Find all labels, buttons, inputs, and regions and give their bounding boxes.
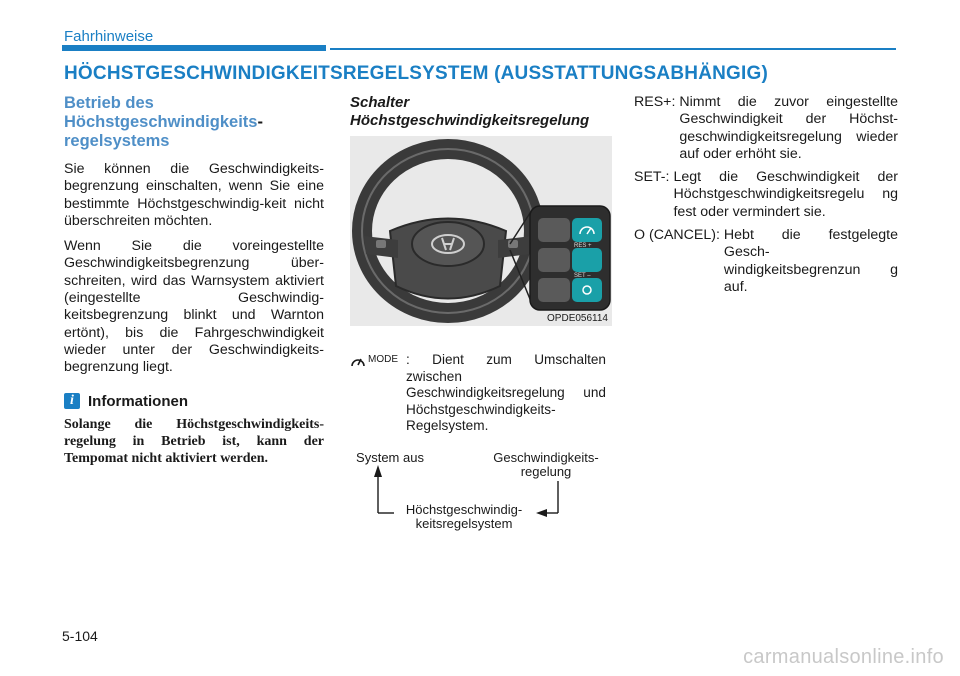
subhead-line-2: Höchstgeschwindigkeits xyxy=(64,113,258,131)
column-operation: Betrieb des Höchstgeschwindigkeits- rege… xyxy=(64,94,324,467)
subhead-switch-line-1: Schalter xyxy=(350,94,410,111)
speed-limiter-button xyxy=(572,218,602,242)
mode-label: MODE xyxy=(368,354,398,365)
def-desc-set: Legt die Geschwindigkeit der Höchstgesch… xyxy=(673,169,898,220)
info-title: Informationen xyxy=(88,392,188,410)
subhead-dash: - xyxy=(257,113,263,131)
set-label: SET – xyxy=(574,273,591,279)
diagram-system-off: System aus xyxy=(356,449,424,465)
diagram-arrows xyxy=(374,464,559,517)
definition-set: SET-: Legt die Geschwindigkeit der Höchs… xyxy=(634,169,898,221)
cancel-button-illustration xyxy=(572,278,602,302)
diagram-cruise-line-1: Geschwindigkeits- xyxy=(493,449,599,465)
mode-icon-box: MODE xyxy=(350,352,406,435)
paragraph-1: Sie können die Geschwindigkeits-begrenzu… xyxy=(64,161,324,229)
subhead-operation: Betrieb des Höchstgeschwindigkeits- rege… xyxy=(64,94,324,151)
diagram-limiter-line-1: Höchstgeschwindig- xyxy=(405,501,523,517)
res-label: RES + xyxy=(574,243,592,249)
info-icon: i xyxy=(64,393,80,410)
info-header: i Informationen xyxy=(64,393,324,410)
info-text: Solange die Höchstgeschwindigkeits-regel… xyxy=(64,416,324,466)
subhead-switch-line-2: Höchstgeschwindigkeitsregelung xyxy=(350,112,590,129)
logo-icon xyxy=(431,234,465,254)
header-bar-thick xyxy=(62,45,326,51)
diagram-cruise-line-2: regelung xyxy=(520,463,572,479)
mode-text: : Dient zum Umschalten zwischen Geschwin… xyxy=(406,352,606,433)
def-desc-res: Nimmt die zuvor eingestellte Geschwindig… xyxy=(679,94,898,162)
column-switch: Schalter Höchstgeschwindigkeitsregelung xyxy=(350,94,612,537)
speedometer-icon xyxy=(351,358,365,367)
mode-cycle-diagram: System aus Geschwindigkeits- regelung Hö… xyxy=(350,447,612,537)
arrow-left-icon xyxy=(536,508,547,517)
figure-caption: OPDE056114 xyxy=(547,313,608,324)
def-term-set: SET-: xyxy=(634,169,670,186)
steering-wheel-illustration: RES + SET – xyxy=(352,139,611,323)
section-title: HÖCHSTGESCHWINDIGKEITSREGELSYSTEM (AUSST… xyxy=(64,63,769,84)
steering-wheel-figure: RES + SET – OPDE056114 xyxy=(350,136,612,326)
paragraph-2: Wenn Sie die voreingestellte Geschwindig… xyxy=(64,238,324,376)
diagram-speed-limiter: Höchstgeschwindig- keitsregelsystem xyxy=(394,501,534,531)
def-term-res: RES+: xyxy=(634,94,676,110)
arrow-up-icon xyxy=(374,464,382,477)
mode-description: MODE : Dient zum Umschalten zwischen Ges… xyxy=(350,352,612,435)
diagram-cruise-control: Geschwindigkeits- regelung xyxy=(480,449,612,479)
header-section-label: Fahrhinweise xyxy=(64,28,154,45)
watermark: carmanualsonline.info xyxy=(743,646,944,668)
diagram-limiter-line-2: keitsregelsystem xyxy=(415,515,513,531)
subhead-switch: Schalter Höchstgeschwindigkeitsregelung xyxy=(350,94,612,130)
definition-res: RES+: Nimmt die zuvor eingestellte Gesch… xyxy=(634,94,898,163)
def-desc-cancel: Hebt die festgelegte Gesch-windigkeitsbe… xyxy=(723,227,898,295)
def-term-cancel: O (CANCEL): xyxy=(634,227,720,244)
definition-cancel: O (CANCEL): Hebt die festgelegte Gesch-w… xyxy=(634,227,898,296)
subhead-line-1: Betrieb des xyxy=(64,94,154,112)
page-number: 5-104 xyxy=(62,628,98,644)
column-buttons: RES+: Nimmt die zuvor eingestellte Gesch… xyxy=(634,94,898,302)
subhead-line-3: regelsystems xyxy=(64,132,170,150)
header-bar-thin xyxy=(330,48,896,50)
